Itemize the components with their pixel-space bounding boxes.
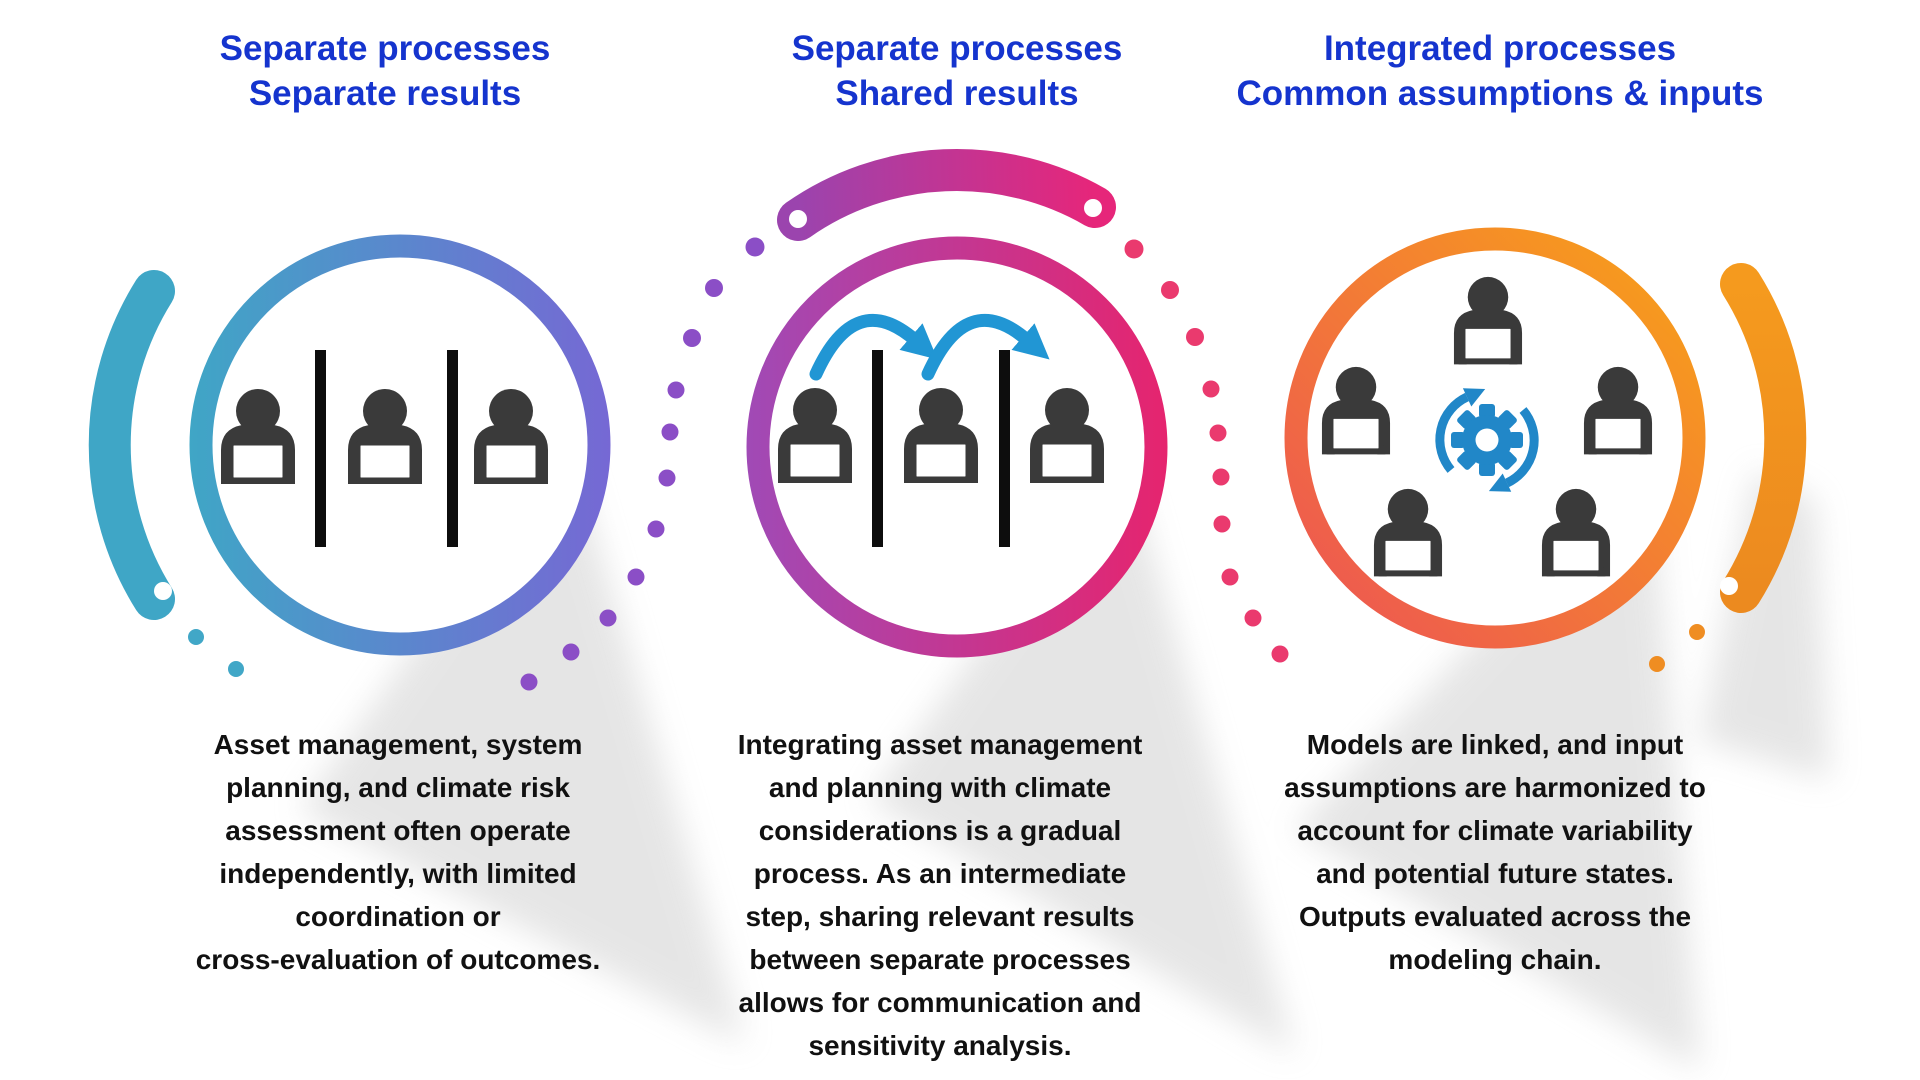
stage1-description-line: Asset management, system (213, 729, 583, 760)
stage3-title-line1: Integrated processes (1323, 29, 1677, 68)
stage1-description-line: cross-evaluation of outcomes. (195, 944, 601, 975)
gear-sync-icon (1435, 388, 1539, 492)
stage2-description-line: sensitivity analysis. (808, 1030, 1072, 1061)
share-arrow-icon (921, 313, 1050, 381)
stage2-description-line: allows for communication and (738, 987, 1142, 1018)
stage1-description-line: assessment often operate (225, 815, 571, 846)
right-accent-arc (1720, 263, 1807, 613)
arc-end-dot (789, 210, 807, 228)
stage2-description-line: step, sharing relevant results (745, 901, 1135, 932)
stage3-description: Models are linked, and input assumptions… (1175, 723, 1815, 981)
stage1-title-line2: Separate results (248, 74, 522, 113)
pink-dot-trail (1124, 239, 1289, 663)
stage1-description-line: independently, with limited (219, 858, 577, 889)
stage1-title-line1: Separate processes (219, 29, 551, 68)
left-accent-arc (88, 270, 175, 620)
teal-dot-trail (188, 629, 244, 677)
stage3-description-line: Models are linked, and input (1306, 729, 1684, 760)
stage3-description-line: assumptions are harmonized to (1284, 772, 1706, 803)
right-arc-shadow (1700, 470, 1830, 780)
stage1-description-line: planning, and climate risk (226, 772, 570, 803)
arc-end-dot (1084, 199, 1102, 217)
stage1-title: Separate processes Separate results (65, 26, 705, 116)
circle2-shadow (870, 445, 1295, 1055)
share-arrow-icon (809, 313, 938, 381)
stage2-description-line: Integrating asset management (737, 729, 1143, 760)
arc-end-dot (154, 582, 172, 600)
stage3-title: Integrated processes Common assumptions … (1180, 26, 1820, 116)
stage3-title-line2: Common assumptions & inputs (1236, 74, 1764, 113)
circle1-shadow (300, 430, 745, 1045)
divider-bar (999, 350, 1010, 547)
share-arrows (809, 313, 1050, 381)
divider-bar (447, 350, 458, 547)
stage2-circle (746, 236, 1168, 658)
divider-bar (872, 350, 883, 547)
stage2-description-line: considerations is a gradual (758, 815, 1122, 846)
stage3-description-line: Outputs evaluated across the (1298, 901, 1692, 932)
arc-end-dot (1720, 577, 1738, 595)
stage2-description: Integrating asset management and plannin… (620, 723, 1260, 1067)
stage3-description-line: account for climate variability (1297, 815, 1693, 846)
orange-dot-trail (1649, 624, 1705, 672)
divider-bar (315, 350, 326, 547)
stage2-description-line: between separate processes (749, 944, 1131, 975)
stage2-description-line: and planning with climate (768, 772, 1112, 803)
stage2-description-line: process. As an intermediate (753, 858, 1127, 889)
stage3-description-line: and potential future states. (1316, 858, 1674, 889)
stage2-title-line2: Shared results (835, 74, 1079, 113)
stage3-description-line: modeling chain. (1388, 944, 1602, 975)
stage3-circle (1284, 227, 1706, 649)
purple-dot-trail (520, 237, 765, 691)
stage1-description: Asset management, system planning, and c… (78, 723, 718, 981)
stage1-description-line: coordination or (295, 901, 501, 932)
stage2-title-line1: Separate processes (791, 29, 1123, 68)
top-accent-arc (777, 149, 1116, 241)
stage1-circle (189, 234, 611, 656)
stage2-title: Separate processes Shared results (637, 26, 1277, 116)
